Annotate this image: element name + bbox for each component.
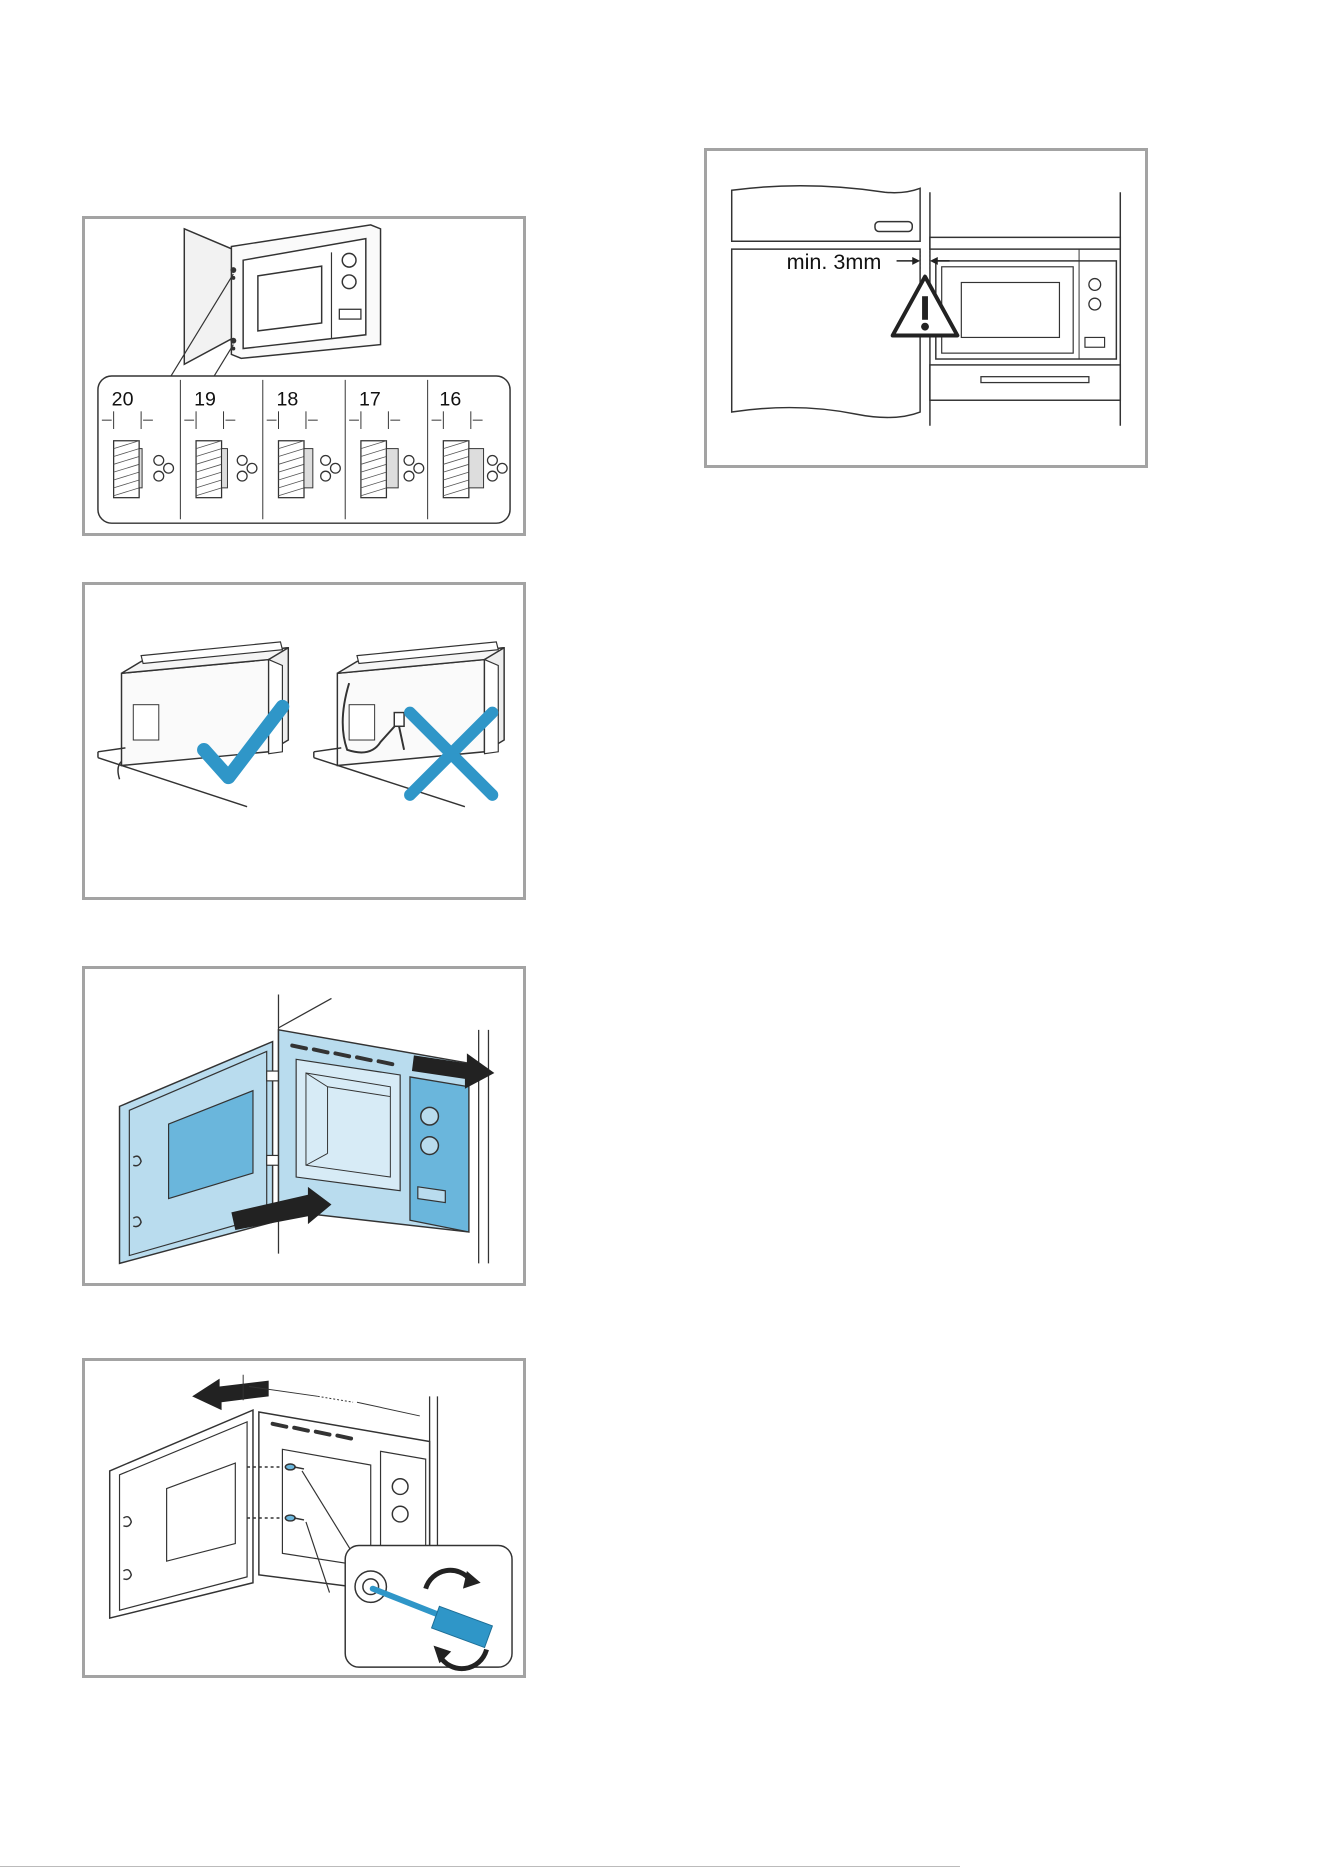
panel-slide-in: [82, 966, 526, 1286]
panel-min-gap: min. 3mm: [704, 148, 1148, 468]
shim-label-4: 17: [359, 388, 381, 410]
footer-rule: [0, 1866, 960, 1867]
shim-label-3: 18: [277, 388, 299, 410]
shims-illustration: 20 19 18 17 16: [85, 219, 523, 533]
screw-fixing-illustration: [85, 1361, 523, 1675]
panel-frame-shims: 20 19 18 17 16: [82, 216, 526, 536]
panel-screw-fixing: [82, 1358, 526, 1678]
shim-label-5: 16: [439, 388, 461, 410]
panel-cable-routing: [82, 582, 526, 900]
min-gap-label: min. 3mm: [787, 249, 882, 274]
cable-illustration: [85, 585, 523, 897]
slide-in-illustration: [85, 969, 523, 1283]
shim-label-2: 19: [194, 388, 216, 410]
shim-label-1: 20: [112, 388, 134, 410]
min-gap-illustration: min. 3mm: [707, 151, 1145, 465]
correct-installation: [98, 642, 288, 807]
incorrect-installation: [314, 642, 504, 807]
arrow-icon: [192, 1379, 269, 1410]
